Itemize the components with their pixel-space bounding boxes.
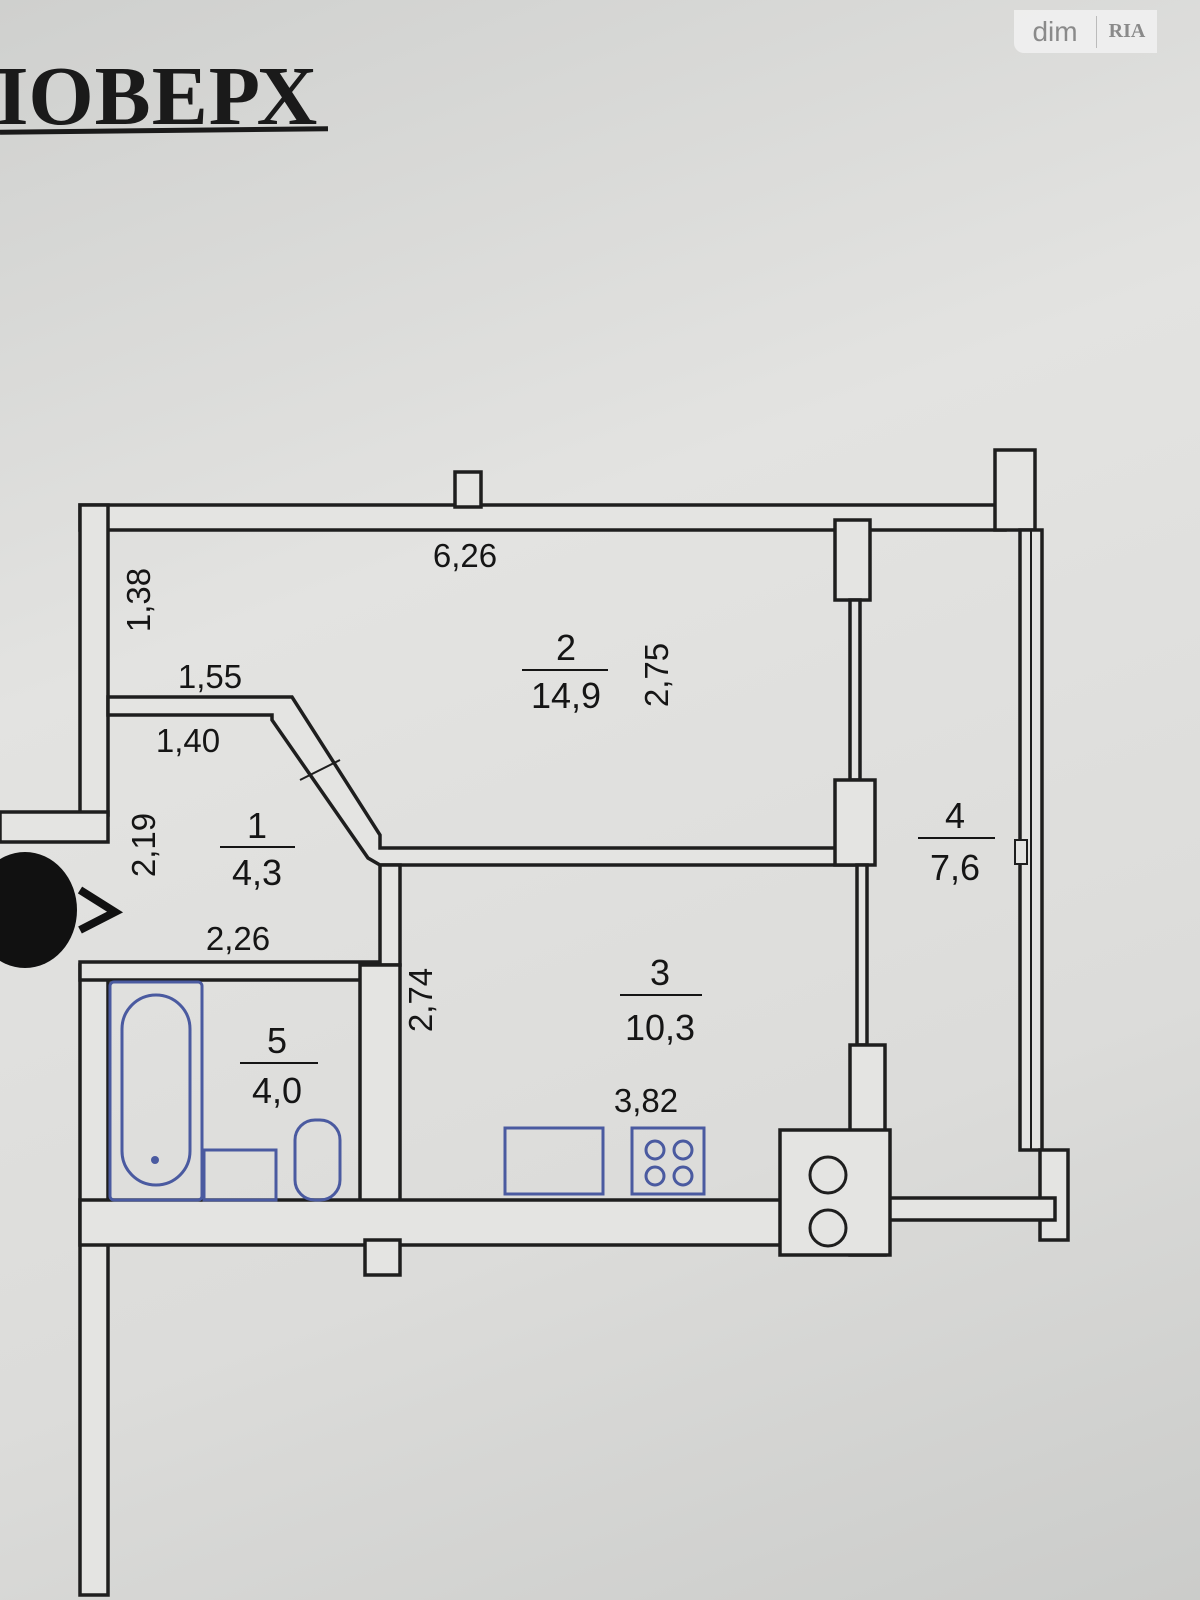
watermark-brand: dim xyxy=(1014,15,1097,48)
entrance-arrow-icon xyxy=(77,886,124,934)
room-5-label: 5 4,0 xyxy=(240,1020,318,1111)
svg-text:14,9: 14,9 xyxy=(531,675,601,716)
corridor-wall xyxy=(0,810,110,844)
svg-text:5: 5 xyxy=(267,1020,287,1061)
svg-text:1: 1 xyxy=(247,805,267,846)
balcony-wall-a xyxy=(833,518,872,602)
watermark-partner: RIA xyxy=(1108,20,1146,42)
dim-room2-depth: 2,75 xyxy=(638,643,675,707)
svg-text:2: 2 xyxy=(556,627,576,668)
room-3-label: 3 10,3 xyxy=(620,952,702,1048)
dim-bath-width: 2,26 xyxy=(206,920,270,957)
balcony-wall-b xyxy=(833,778,877,867)
room-2-label: 2 14,9 xyxy=(522,627,608,716)
svg-text:4: 4 xyxy=(945,795,965,836)
toilet-icon xyxy=(293,1118,342,1202)
room-4-label: 4 7,6 xyxy=(918,795,995,888)
dim-hall-width: 1,40 xyxy=(156,722,220,759)
room-1-label: 1 4,3 xyxy=(220,805,295,893)
balcony-corner-bottom xyxy=(1038,1148,1070,1242)
svg-text:4,0: 4,0 xyxy=(252,1070,302,1111)
svg-text:7,6: 7,6 xyxy=(930,847,980,888)
dim-kitchen-depth: 2,74 xyxy=(402,968,439,1032)
sink-icon xyxy=(202,1148,278,1202)
bath-kitchen-wall xyxy=(358,963,402,1212)
svg-text:10,3: 10,3 xyxy=(625,1007,695,1048)
dim-room2-width: 6,26 xyxy=(433,537,497,574)
riser-bottom xyxy=(363,1238,402,1277)
vent-duct-icon xyxy=(808,1155,848,1195)
balcony-corner-top xyxy=(993,448,1037,532)
window-1 xyxy=(848,598,862,782)
dim-room2-niche-width: 1,55 xyxy=(178,658,242,695)
vent-duct-icon xyxy=(808,1208,848,1248)
bath-top-wall xyxy=(78,960,392,982)
bottom-wall xyxy=(78,1198,802,1247)
stove-icon xyxy=(630,1126,706,1196)
bathtub-icon xyxy=(108,980,204,1202)
dim-hall-depth: 2,19 xyxy=(125,813,162,877)
svg-text:4,3: 4,3 xyxy=(232,852,282,893)
dim-room2-niche-depth: 1,38 xyxy=(120,568,157,632)
kitchen-sink-icon xyxy=(503,1126,605,1196)
svg-text:3: 3 xyxy=(650,952,670,993)
riser-top xyxy=(453,470,483,509)
left-wall-lower xyxy=(78,963,110,1597)
door-hall-kitchen xyxy=(378,863,402,967)
balcony-bottom-wall xyxy=(883,1196,1057,1222)
left-wall-upper xyxy=(78,503,110,817)
watermark: dim RIA xyxy=(1014,10,1157,53)
balcony-radiator-icon xyxy=(1014,839,1028,865)
fixtures xyxy=(108,980,706,1202)
walls xyxy=(0,448,1070,1597)
window-2 xyxy=(855,863,869,1047)
hall-partition xyxy=(106,695,857,867)
entrance-marker xyxy=(0,852,77,968)
dim-kitchen-width: 3,82 xyxy=(614,1082,678,1119)
